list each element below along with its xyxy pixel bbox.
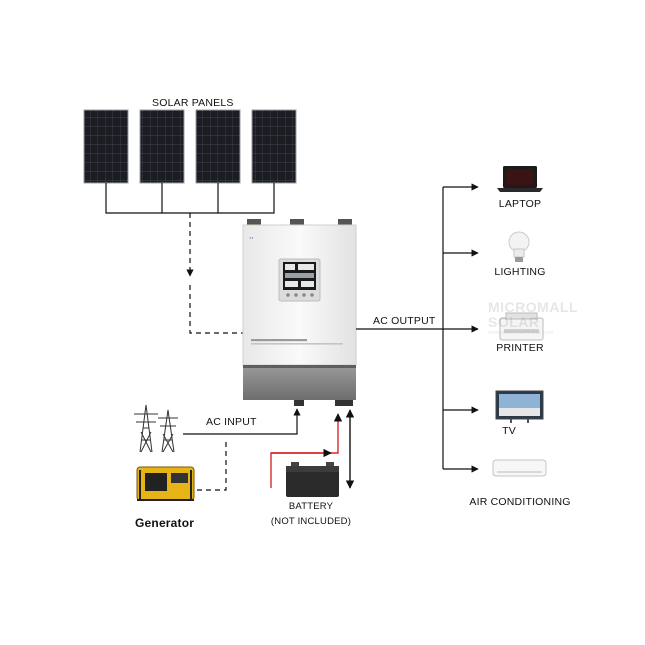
solar-panel-4 bbox=[252, 110, 296, 183]
label-printer: PRINTER bbox=[496, 342, 544, 354]
solar-panel-1 bbox=[84, 110, 128, 183]
label-generator: Generator bbox=[135, 516, 194, 530]
power-pylon-icon bbox=[134, 405, 178, 452]
battery bbox=[286, 462, 339, 497]
label-solar-panels: SOLAR PANELS bbox=[152, 97, 234, 109]
laptop-icon bbox=[497, 166, 543, 192]
inverter-button-3 bbox=[302, 293, 306, 297]
inverter: ◖◗ bbox=[243, 219, 356, 406]
solar-panel-2 bbox=[140, 110, 184, 183]
inverter-button-4 bbox=[310, 293, 314, 297]
label-battery: BATTERY bbox=[289, 501, 333, 512]
tv-icon bbox=[496, 391, 543, 423]
label-tv: TV bbox=[502, 425, 516, 437]
solar-panels bbox=[84, 110, 296, 183]
solar-panel-3 bbox=[196, 110, 240, 183]
ac-output-wiring bbox=[356, 187, 478, 469]
inverter-nameplate bbox=[251, 339, 307, 341]
label-laptop: LAPTOP bbox=[499, 198, 541, 210]
air-conditioner-icon bbox=[493, 460, 546, 476]
inverter-button-2 bbox=[294, 293, 298, 297]
inverter-button-1 bbox=[286, 293, 290, 297]
watermark-line-2: SOLAR bbox=[488, 315, 608, 330]
inverter-logo: ◖◗ bbox=[249, 235, 254, 240]
generator-icon bbox=[137, 467, 194, 500]
label-ac-output: AC OUTPUT bbox=[373, 315, 435, 327]
watermark-line-3: www.micromallsolar.com bbox=[488, 330, 608, 337]
lightbulb-icon bbox=[509, 232, 529, 262]
label-battery-note: (NOT INCLUDED) bbox=[271, 516, 351, 527]
label-lighting: LIGHTING bbox=[494, 266, 545, 278]
inverter-base bbox=[243, 365, 356, 400]
label-air-conditioning: AIR CONDITIONING bbox=[469, 496, 570, 508]
watermark-line-1: MICROMALL bbox=[488, 300, 608, 315]
label-ac-input: AC INPUT bbox=[206, 416, 257, 428]
